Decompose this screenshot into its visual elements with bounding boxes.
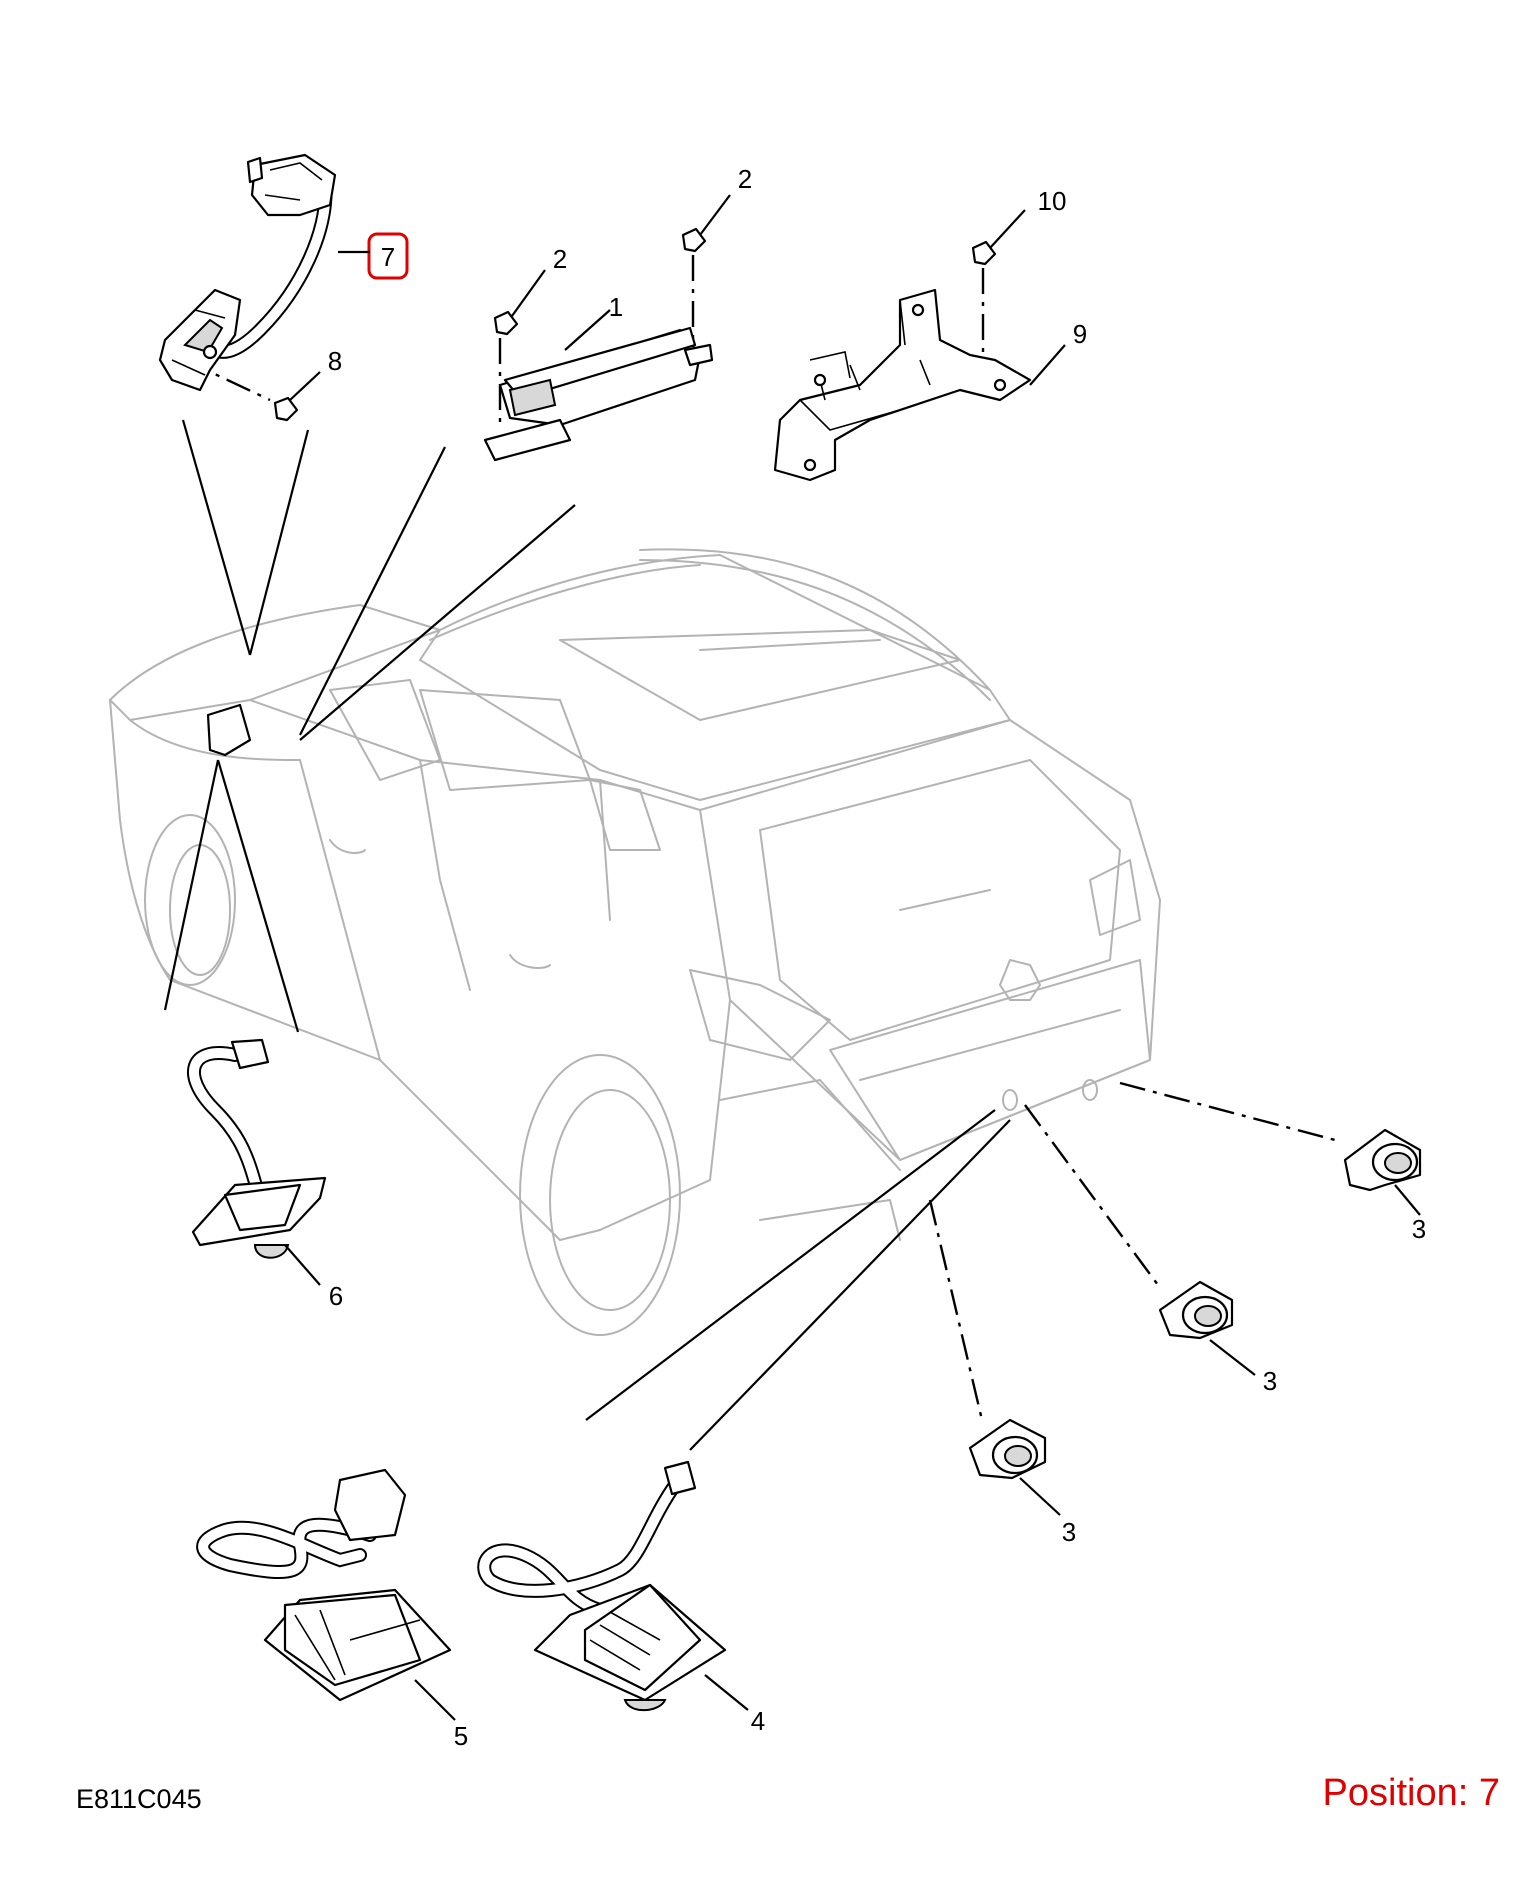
callout-2b[interactable]: 2: [738, 164, 752, 194]
part-2-screw-right[interactable]: [681, 194, 731, 253]
callout-9[interactable]: 9: [1073, 319, 1087, 349]
part-8-screw[interactable]: [273, 371, 321, 422]
part-9-bracket[interactable]: [773, 288, 1066, 482]
part-6-camera[interactable]: [186, 1038, 327, 1286]
callout-3c[interactable]: 3: [1062, 1517, 1076, 1547]
part-5-camera[interactable]: [196, 1468, 456, 1721]
part-2-screw-left[interactable]: [493, 269, 546, 336]
callout-10[interactable]: 10: [1038, 186, 1067, 216]
callout-1[interactable]: 1: [609, 292, 623, 322]
part-3-sensor-middle[interactable]: [1158, 1280, 1256, 1376]
callout-labels: 7 8 1 2 2 10 9 6 5 4 3 3 3: [328, 164, 1426, 1751]
part-3-sensor-right[interactable]: [1343, 1128, 1422, 1216]
part-3-sensor-lower[interactable]: [968, 1418, 1061, 1516]
part-10-screw[interactable]: [971, 209, 1026, 266]
leader-lines: [163, 255, 1336, 1451]
position-indicator: Position: 7: [1322, 1772, 1500, 1814]
callout-3a[interactable]: 3: [1412, 1214, 1426, 1244]
part-7-camera-harness[interactable]: [158, 153, 337, 392]
position-highlight-box: [367, 232, 409, 280]
vehicle-outline: [109, 548, 1161, 1336]
callout-5[interactable]: 5: [454, 1721, 468, 1751]
callout-6[interactable]: 6: [329, 1281, 343, 1311]
part-4-camera[interactable]: [477, 1460, 749, 1712]
callout-8[interactable]: 8: [328, 346, 342, 376]
part-1-control-module[interactable]: [483, 309, 714, 462]
callout-3b[interactable]: 3: [1263, 1366, 1277, 1396]
callout-7[interactable]: 7: [381, 242, 395, 272]
diagram-code: E811C045: [76, 1784, 202, 1814]
callout-4[interactable]: 4: [751, 1706, 765, 1736]
callout-2a[interactable]: 2: [553, 244, 567, 274]
